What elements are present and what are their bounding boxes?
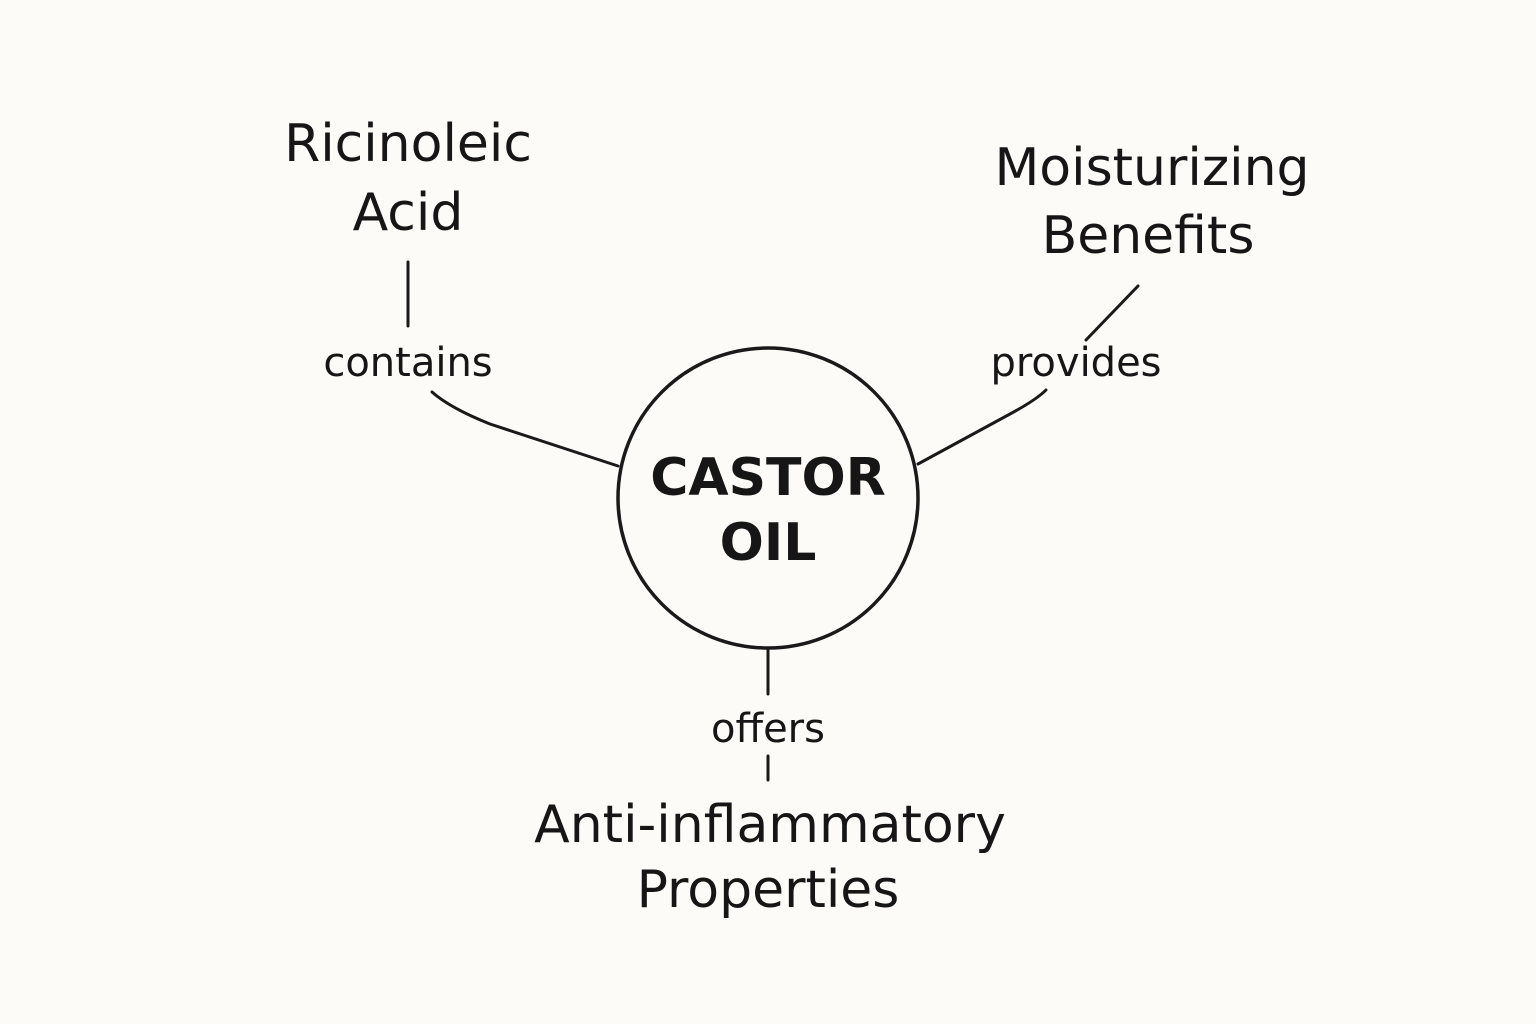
edge-provides-lower-line — [916, 388, 1048, 466]
center-node-circle — [616, 346, 920, 650]
edge-provides-upper-line — [1084, 284, 1140, 342]
edge-label-offers: offers — [711, 706, 825, 752]
node-ricinoleic-acid: Ricinoleic Acid — [284, 114, 532, 243]
node-ricinoleic-line2: Acid — [353, 183, 464, 243]
edge-contains: contains — [323, 260, 620, 468]
edge-offers: offers — [711, 646, 825, 782]
node-anti-inflammatory-line1: Anti-inflammatory — [534, 795, 1006, 855]
center-label-line1: CASTOR — [650, 448, 886, 508]
center-node-castor-oil: CASTOR OIL — [616, 346, 920, 650]
node-anti-inflammatory-line2: Properties — [637, 860, 900, 920]
node-ricinoleic-line1: Ricinoleic — [284, 114, 532, 174]
node-moisturizing-line2: Benefits — [1042, 206, 1255, 266]
node-anti-inflammatory-properties: Anti-inflammatory Properties — [534, 795, 1006, 920]
edge-provides: provides — [916, 284, 1162, 466]
center-label-line2: OIL — [720, 513, 817, 573]
edge-contains-lower-line — [430, 390, 620, 468]
node-moisturizing-benefits: Moisturizing Benefits — [994, 138, 1309, 266]
node-moisturizing-line1: Moisturizing — [994, 138, 1309, 198]
edge-label-contains: contains — [323, 340, 492, 386]
edge-label-provides: provides — [990, 340, 1161, 386]
